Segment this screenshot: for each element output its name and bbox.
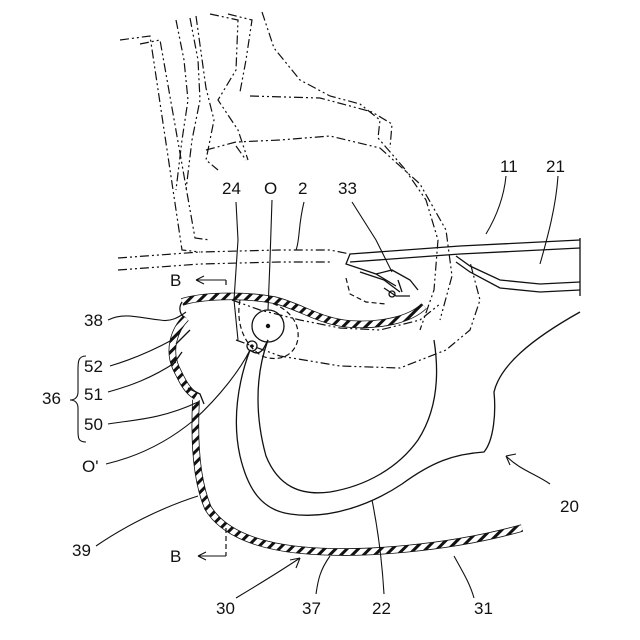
label-52: 52: [84, 357, 103, 376]
label-30: 30: [216, 599, 235, 618]
label-50: 50: [84, 415, 103, 434]
label-38: 38: [84, 311, 103, 330]
pivot-O: [252, 310, 284, 342]
label-11: 11: [500, 157, 518, 176]
label-20: 20: [560, 497, 579, 516]
airbag-body-20: [236, 312, 580, 515]
label-24: 24: [222, 179, 241, 198]
label-O-prime: O': [82, 457, 98, 476]
bracket-33: [376, 270, 418, 297]
label-36: 36: [42, 389, 61, 408]
label-33: 33: [338, 179, 357, 198]
label-21: 21: [546, 157, 565, 176]
label-B-top: B: [170, 271, 181, 290]
trim-panel-30: [172, 296, 522, 552]
roof-panel-outline: [118, 238, 580, 296]
label-51: 51: [84, 385, 103, 404]
label-B-bottom: B: [170, 547, 181, 566]
label-O: O: [264, 179, 277, 198]
label-31: 31: [474, 599, 493, 618]
label-37: 37: [302, 599, 321, 618]
label-22: 22: [372, 599, 391, 618]
pivot-O-prime: [247, 341, 257, 351]
label-2: 2: [298, 179, 307, 198]
label-39: 39: [72, 541, 91, 560]
